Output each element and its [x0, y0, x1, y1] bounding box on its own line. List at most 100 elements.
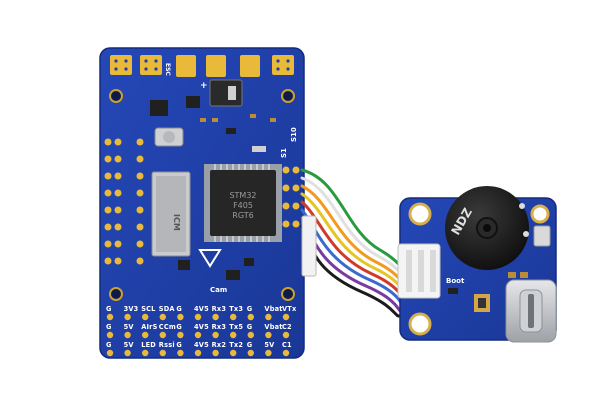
header-pad — [124, 331, 131, 339]
mounting-hole — [530, 204, 550, 224]
header-pin-label: 4V5 — [194, 305, 209, 313]
wire-harness — [300, 168, 410, 318]
s1-label: S1 — [280, 148, 288, 158]
header-pin-label: G — [106, 341, 112, 349]
mcu-label-line3: RGT6 — [232, 211, 253, 220]
header-pin-label: G — [176, 341, 182, 349]
mounting-hole — [281, 89, 295, 103]
header-pad — [177, 331, 184, 339]
inductor — [209, 79, 243, 107]
header-pads — [106, 313, 290, 357]
header-pad — [282, 349, 290, 357]
header-pin-label: G — [176, 323, 182, 331]
header-pad — [247, 349, 254, 357]
header-pad — [177, 349, 184, 357]
header-pad — [282, 331, 290, 339]
header-pad — [212, 349, 219, 357]
svg-text:ICM: ICM — [172, 214, 181, 231]
header-pin-label: Tx2 — [229, 341, 243, 349]
esc-pad — [240, 55, 260, 77]
header-pad — [106, 313, 114, 321]
header-pin-label: VTx — [282, 305, 297, 313]
usb-c-port — [505, 279, 557, 343]
header-pin-label: Rssi — [159, 341, 175, 349]
buzzer-board: NDZ Boot — [397, 186, 557, 343]
header-pin-label: G — [106, 323, 112, 331]
left-motor-pads — [104, 138, 122, 265]
header-pad — [212, 313, 219, 321]
mcu-label-line2: F405 — [233, 201, 253, 210]
cam-label: Cam — [210, 286, 227, 294]
header-pin-label: SDA — [159, 305, 176, 313]
header-pad — [247, 313, 254, 321]
header-pin-label: 4V5 — [194, 323, 209, 331]
esc-label: ESC — [164, 63, 171, 76]
esc-pad — [110, 55, 132, 75]
logo-v-icon — [198, 249, 222, 268]
header-pad — [159, 349, 166, 357]
small-chip — [186, 96, 200, 108]
fc-wire-connector — [301, 215, 317, 277]
header-pad — [212, 331, 219, 339]
header-pad — [230, 313, 237, 321]
header-pin-label: 5V — [264, 341, 275, 349]
mounting-hole — [109, 89, 123, 103]
header-pin-label: SCL — [141, 305, 156, 313]
mcu-label-line1: STM32 — [229, 191, 256, 200]
button-switch — [533, 225, 551, 247]
mounting-hole — [408, 312, 432, 336]
header-pad — [106, 349, 114, 357]
header-pad — [265, 331, 272, 339]
header-pin-label: AIrS — [141, 323, 157, 331]
header-pin-label: 4V5 — [194, 341, 209, 349]
header-pad — [142, 313, 149, 321]
header-pin-label: 3V3 — [124, 305, 139, 313]
esc-pad — [140, 55, 162, 75]
header-pad — [230, 349, 237, 357]
header-pin-label: G — [106, 305, 112, 313]
header-pad — [159, 331, 166, 339]
esc-pad — [272, 55, 294, 75]
header-pad — [265, 313, 272, 321]
header-pin-label: Rx3 — [212, 323, 227, 331]
header-pad — [159, 313, 166, 321]
mcu-chip: STM32 F405 RGT6 — [204, 164, 282, 242]
header-pin-label: G — [247, 341, 253, 349]
boot-label: Boot — [446, 277, 465, 285]
flight-controller-board: + - ESC S1 S10 — [99, 47, 305, 359]
mounting-hole — [281, 287, 295, 301]
esc-pad — [176, 55, 196, 77]
header-pad — [124, 313, 131, 321]
header-pad — [106, 331, 114, 339]
header-pin-label: Vbat — [264, 323, 282, 331]
esc-pad — [206, 55, 226, 77]
header-pad — [230, 331, 237, 339]
header-pad — [124, 349, 131, 357]
header-pin-label: Rx2 — [212, 341, 227, 349]
header-pad — [282, 313, 290, 321]
header-pin-label: Tx5 — [229, 323, 243, 331]
header-pin-label: Vbat — [264, 305, 282, 313]
s10-label: S10 — [290, 127, 298, 142]
header-pin-label: 5V — [124, 323, 135, 331]
header-pin-label: G — [176, 305, 182, 313]
header-pad — [194, 349, 202, 357]
header-pad — [142, 331, 149, 339]
mounting-hole — [109, 287, 123, 301]
esc-plus-label: + — [200, 81, 208, 91]
header-pin-label: C2 — [282, 323, 292, 331]
header-pin-label: 5V — [124, 341, 135, 349]
header-pin-label: G — [247, 323, 253, 331]
header-pad — [247, 331, 254, 339]
header-pad — [142, 349, 149, 357]
mounting-holes — [109, 89, 295, 301]
header-pad — [265, 349, 272, 357]
header-pin-label: LED — [141, 341, 156, 349]
right-column-pads — [136, 138, 300, 265]
header-pin-label: CCm — [159, 323, 176, 331]
